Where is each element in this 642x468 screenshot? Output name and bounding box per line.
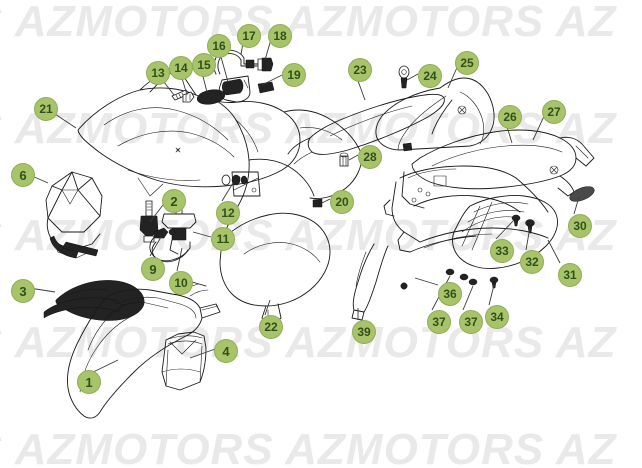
callout-marker-22[interactable]: 22 bbox=[259, 315, 283, 339]
callout-marker-32[interactable]: 32 bbox=[520, 250, 544, 274]
part-chain-guide-39 bbox=[351, 243, 389, 321]
part-left-side-panel-25 bbox=[375, 77, 495, 152]
callout-marker-37b[interactable]: 37 bbox=[459, 310, 483, 334]
callout-marker-37[interactable]: 37 bbox=[427, 310, 451, 334]
callout-marker-39[interactable]: 39 bbox=[352, 320, 376, 344]
part-seat-23 bbox=[287, 93, 445, 165]
part-bolts-36-37 bbox=[400, 268, 478, 290]
callout-marker-31[interactable]: 31 bbox=[558, 263, 582, 287]
callout-marker-1[interactable]: 1 bbox=[77, 370, 101, 394]
callout-marker-20[interactable]: 20 bbox=[330, 190, 354, 214]
part-bolt-20 bbox=[312, 198, 323, 208]
callout-marker-12[interactable]: 12 bbox=[216, 201, 240, 225]
callout-marker-23[interactable]: 23 bbox=[348, 58, 372, 82]
callout-marker-2[interactable]: 2 bbox=[162, 189, 186, 213]
callout-marker-17[interactable]: 17 bbox=[237, 24, 261, 48]
part-headlight-mask-6 bbox=[45, 171, 103, 259]
callout-marker-30[interactable]: 30 bbox=[568, 214, 592, 238]
callout-marker-11[interactable]: 11 bbox=[211, 227, 235, 251]
callout-marker-13[interactable]: 13 bbox=[146, 61, 170, 85]
callout-marker-27[interactable]: 27 bbox=[542, 100, 566, 124]
part-seat-pin-24 bbox=[398, 65, 410, 89]
part-clip-28 bbox=[339, 152, 349, 167]
callout-marker-25[interactable]: 25 bbox=[455, 51, 479, 75]
part-rear-subframe bbox=[383, 165, 521, 253]
callout-marker-26[interactable]: 26 bbox=[498, 105, 522, 129]
part-fork-guard-3 bbox=[43, 280, 145, 321]
part-hose-clip-9 bbox=[153, 227, 169, 239]
callout-marker-14[interactable]: 14 bbox=[169, 56, 193, 80]
callout-marker-9[interactable]: 9 bbox=[141, 257, 165, 281]
callout-marker-28[interactable]: 28 bbox=[358, 145, 382, 169]
callout-marker-21[interactable]: 21 bbox=[34, 97, 58, 121]
part-mud-flap-4 bbox=[161, 331, 207, 391]
callout-marker-24[interactable]: 24 bbox=[418, 64, 442, 88]
callout-marker-10[interactable]: 10 bbox=[169, 271, 193, 295]
callout-marker-34[interactable]: 34 bbox=[485, 305, 509, 329]
callout-marker-6[interactable]: 6 bbox=[11, 163, 35, 187]
part-rear-fender-26 bbox=[411, 129, 595, 197]
callout-marker-36[interactable]: 36 bbox=[438, 282, 462, 306]
callout-marker-3[interactable]: 3 bbox=[11, 279, 35, 303]
callout-marker-4[interactable]: 4 bbox=[214, 339, 238, 363]
callout-marker-16[interactable]: 16 bbox=[207, 34, 231, 58]
callout-marker-33[interactable]: 33 bbox=[490, 239, 514, 263]
part-tank-cap-16 bbox=[218, 75, 251, 103]
callout-marker-19[interactable]: 19 bbox=[282, 63, 306, 87]
callout-marker-18[interactable]: 18 bbox=[268, 24, 292, 48]
part-tail-lower bbox=[409, 177, 549, 253]
part-connector-18 bbox=[257, 57, 274, 72]
part-grommet-15 bbox=[196, 89, 226, 105]
